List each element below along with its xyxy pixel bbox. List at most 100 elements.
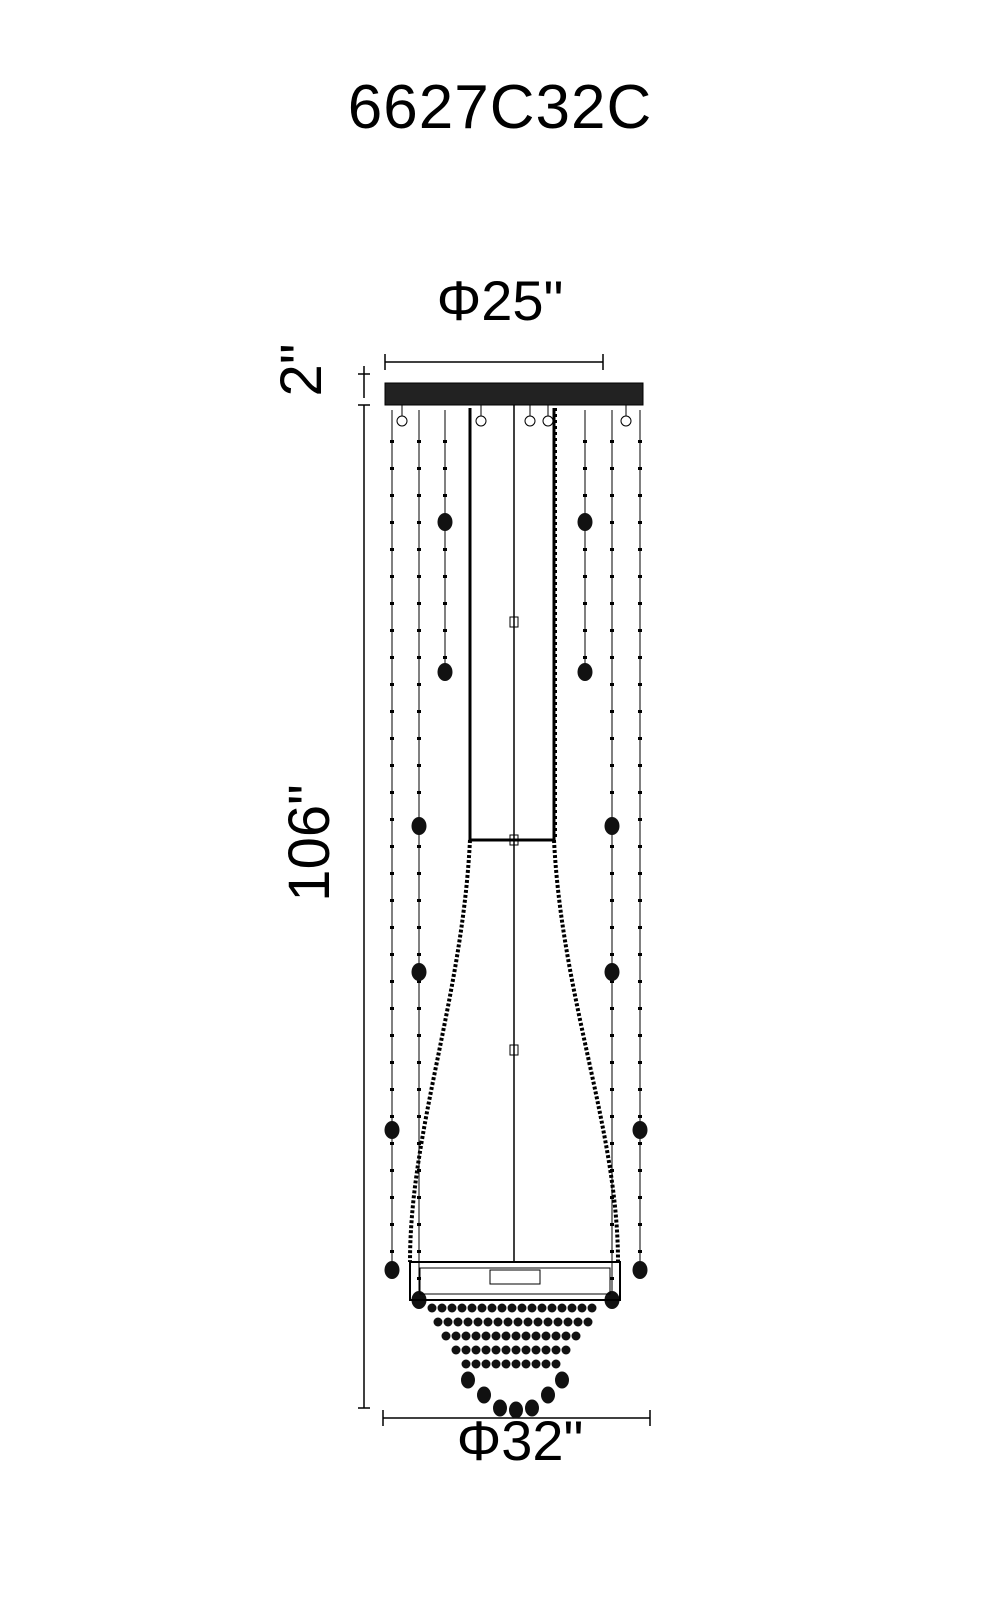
basket-crystal	[517, 1303, 527, 1313]
strand-bead	[583, 467, 587, 470]
strand-bead	[610, 683, 614, 686]
crystal-drop	[632, 1121, 648, 1139]
basket-crystal	[513, 1317, 523, 1327]
basket-crystal	[511, 1359, 521, 1369]
ceiling-canopy	[384, 382, 644, 406]
crystal-basket	[409, 1261, 621, 1419]
basket-crystal	[531, 1359, 541, 1369]
strand-bead	[417, 1061, 421, 1064]
strand-bead	[417, 1196, 421, 1199]
canopy-hooks	[396, 405, 632, 427]
strand-bead	[638, 1250, 642, 1253]
strand-bead	[417, 1088, 421, 1091]
strand-bead	[390, 737, 394, 740]
body-height-label: 106"	[277, 784, 342, 902]
basket-crystal	[521, 1345, 531, 1355]
basket-crystal	[491, 1359, 501, 1369]
basket-crystal	[501, 1359, 511, 1369]
strand-bead	[417, 953, 421, 956]
crystal-strands	[384, 410, 648, 1309]
strand-bead	[417, 1142, 421, 1145]
strand-bead	[390, 872, 394, 875]
strand-bead	[417, 1169, 421, 1172]
strand-bead	[390, 1034, 394, 1037]
basket-crystal	[507, 1303, 517, 1313]
strand-bead	[610, 926, 614, 929]
strand-bead	[638, 575, 642, 578]
strand-bead	[610, 494, 614, 497]
basket-crystal	[541, 1359, 551, 1369]
basket-crystal	[451, 1345, 461, 1355]
strand-bead	[638, 710, 642, 713]
strand-bead	[390, 791, 394, 794]
basket-crystal	[463, 1317, 473, 1327]
strand-bead	[638, 872, 642, 875]
basket-crystal	[481, 1331, 491, 1341]
crystal-drop	[604, 817, 620, 835]
strand-bead	[417, 1034, 421, 1037]
basket-crystal	[573, 1317, 583, 1327]
basket-crystal	[531, 1345, 541, 1355]
strand-bead	[583, 629, 587, 632]
strand-bead	[417, 1250, 421, 1253]
basket-crystal	[561, 1331, 571, 1341]
basket-crystal	[503, 1317, 513, 1327]
basket-crystal	[443, 1317, 453, 1327]
hook-ring	[475, 415, 487, 427]
strand-bead	[610, 899, 614, 902]
strand-bead	[417, 467, 421, 470]
basket-crystal	[553, 1317, 563, 1327]
basket-crystal	[561, 1345, 571, 1355]
basket-drop	[555, 1371, 569, 1389]
strand-bead	[610, 710, 614, 713]
strand-bead	[610, 1115, 614, 1118]
basket-crystal	[551, 1359, 561, 1369]
strand-bead	[583, 440, 587, 443]
strand-bead	[390, 1223, 394, 1226]
basket-drop	[477, 1386, 491, 1404]
strand-bead	[638, 764, 642, 767]
strand-bead	[610, 1034, 614, 1037]
central-frame	[408, 405, 620, 1263]
strand-bead	[417, 548, 421, 551]
strand-bead	[390, 494, 394, 497]
crystal-drop	[437, 513, 453, 531]
strand-bead	[390, 953, 394, 956]
strand-bead	[638, 926, 642, 929]
strand-bead	[638, 683, 642, 686]
strand-bead	[390, 440, 394, 443]
strand-bead	[443, 467, 447, 470]
basket-crystal	[521, 1331, 531, 1341]
strand-bead	[610, 953, 614, 956]
basket-crystal	[491, 1345, 501, 1355]
strand-bead	[610, 656, 614, 659]
strand-bead	[638, 1169, 642, 1172]
strand-bead	[390, 1061, 394, 1064]
basket-crystal	[551, 1345, 561, 1355]
strand-bead	[610, 1088, 614, 1091]
crystal-drop	[604, 963, 620, 981]
top-diameter-label: Φ25"	[436, 269, 564, 332]
strand-bead	[390, 1007, 394, 1010]
basket-crystal	[571, 1331, 581, 1341]
strand-bead	[417, 1277, 421, 1280]
basket-crystal	[501, 1345, 511, 1355]
strand-bead	[638, 1007, 642, 1010]
strand-bead	[443, 629, 447, 632]
strand-bead	[390, 710, 394, 713]
basket-crystal	[501, 1331, 511, 1341]
strand-bead	[638, 818, 642, 821]
basket-crystal	[433, 1317, 443, 1327]
strand-bead	[417, 926, 421, 929]
crystal-drop	[437, 663, 453, 681]
basket-crystal	[511, 1345, 521, 1355]
basket-crystal	[523, 1317, 533, 1327]
basket-crystal	[427, 1303, 437, 1313]
basket-crystal	[437, 1303, 447, 1313]
basket-crystal	[493, 1317, 503, 1327]
basket-drop	[493, 1399, 507, 1417]
strand-bead	[610, 575, 614, 578]
basket-crystal	[521, 1359, 531, 1369]
